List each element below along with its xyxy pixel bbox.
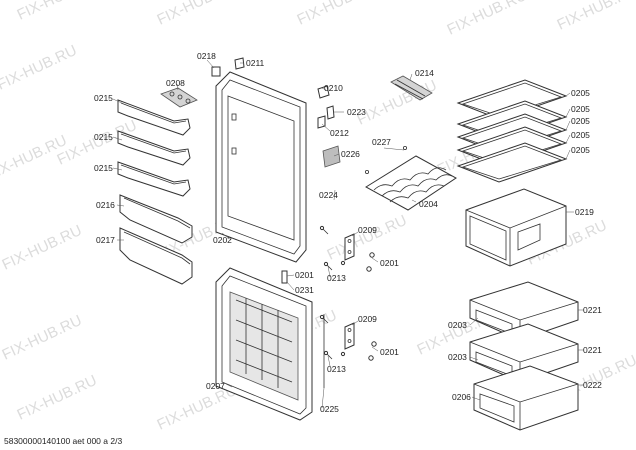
label-0205: 0205: [571, 145, 590, 155]
door-shelf-0215-middle: [117, 130, 191, 166]
label-0224: 0224: [319, 190, 338, 200]
label-0202: 0202: [213, 235, 232, 245]
screws-upper: [319, 225, 375, 272]
label-0209: 0209: [358, 225, 377, 235]
hinge-cover-0211: [234, 57, 245, 70]
part-labels: 0218 0211 0208 0215 0215 0215 0216 0217 …: [94, 51, 602, 414]
label-0213: 0213: [327, 273, 346, 283]
label-0221: 0221: [583, 345, 602, 355]
label-0201: 0201: [295, 270, 314, 280]
label-0207: 0207: [206, 381, 225, 391]
door-shelf-0216: [119, 194, 193, 244]
label-0213: 0213: [327, 364, 346, 374]
document-id: 58300000140100 aet 000 a 2/3: [4, 436, 122, 446]
label-0216: 0216: [96, 200, 115, 210]
label-0227: 0227: [372, 137, 391, 147]
crisper-drawer-0219: [465, 188, 567, 267]
label-0225: 0225: [320, 404, 339, 414]
door-shelf-0215-lower: [117, 161, 191, 197]
label-0209: 0209: [358, 314, 377, 324]
label-0205: 0205: [571, 88, 590, 98]
bottle-rack-0204: [364, 145, 457, 211]
freezer-drawer-0206-bottom: [473, 365, 579, 431]
hinge-cap-0218: [211, 66, 221, 77]
egg-tray-0208: [160, 87, 198, 108]
label-0218: 0218: [197, 51, 216, 61]
label-0223: 0223: [347, 107, 366, 117]
clip-0212: [317, 115, 326, 129]
hinge-bracket-0210: [317, 85, 330, 99]
ice-cube-tray-0214: [390, 75, 433, 101]
label-0201: 0201: [380, 347, 399, 357]
label-0222: 0222: [583, 380, 602, 390]
label-0226: 0226: [341, 149, 360, 159]
watermark: FIX-HUB.RU: [555, 0, 636, 34]
filter-pad-0226: [322, 145, 341, 168]
watermark: FIX-HUB.RU: [295, 0, 380, 29]
label-0210: 0210: [324, 83, 343, 93]
label-0205: 0205: [571, 116, 590, 126]
label-0217: 0217: [96, 235, 115, 245]
watermark: FIX-HUB.RU: [0, 312, 84, 364]
label-0215: 0215: [94, 132, 113, 142]
label-0206: 0206: [452, 392, 471, 402]
hinge-pin-0231: [281, 270, 288, 284]
label-0214: 0214: [415, 68, 434, 78]
label-0221: 0221: [583, 305, 602, 315]
leader-lines: [112, 59, 584, 409]
label-0212: 0212: [330, 128, 349, 138]
label-0208: 0208: [166, 78, 185, 88]
label-0205: 0205: [571, 130, 590, 140]
hinge-bracket-0209-lower: [344, 322, 355, 350]
label-0215: 0215: [94, 93, 113, 103]
label-0231: 0231: [295, 285, 314, 295]
label-0219: 0219: [575, 207, 594, 217]
label-0205: 0205: [571, 104, 590, 114]
label-0215: 0215: [94, 163, 113, 173]
label-0211: 0211: [246, 58, 265, 68]
hinge-bracket-0209-upper: [344, 233, 355, 261]
watermark: FIX-HUB.RU: [325, 212, 410, 264]
watermark: FIX-HUB.RU: [0, 42, 79, 94]
bottle-shelf-0217: [119, 227, 193, 285]
watermark: FIX-HUB.RU: [15, 0, 100, 24]
door-shelf-0215-top: [117, 99, 191, 136]
label-0203: 0203: [448, 320, 467, 330]
freezer-door-gasket-0207: [215, 267, 313, 421]
watermark: FIX-HUB.RU: [155, 0, 240, 29]
label-0201: 0201: [380, 258, 399, 268]
watermark: FIX-HUB.RU: [445, 0, 530, 39]
fridge-door-gasket-0202: [215, 71, 307, 263]
cover-0223: [326, 105, 335, 120]
watermark: FIX-HUB.RU: [0, 222, 84, 274]
label-0203: 0203: [448, 352, 467, 362]
watermark: FIX-HUB.RU: [15, 372, 100, 424]
label-0204: 0204: [419, 199, 438, 209]
